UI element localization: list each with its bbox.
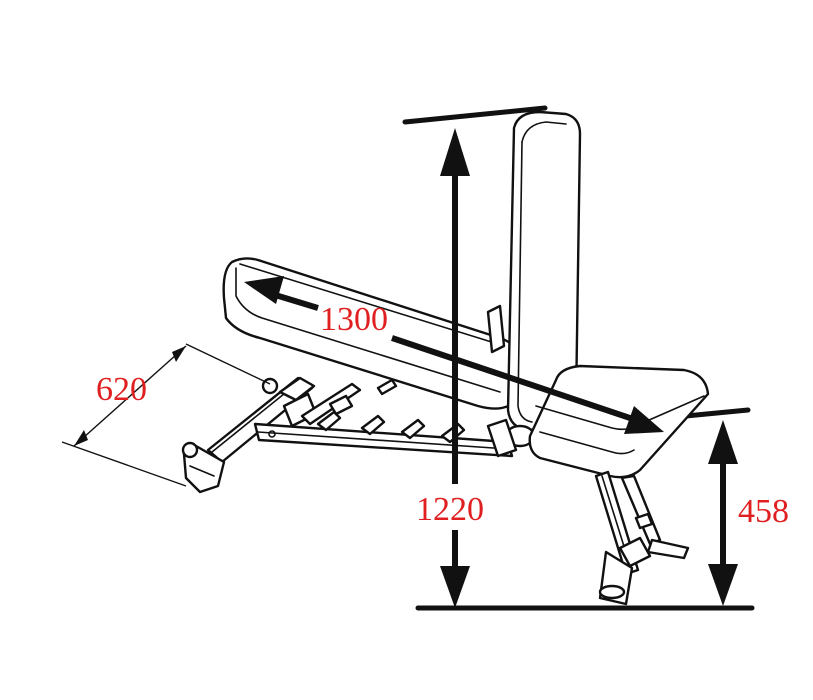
total-height-label: 1220 bbox=[416, 491, 484, 528]
seat-height-label: 458 bbox=[738, 493, 789, 530]
arrowhead-down bbox=[74, 430, 88, 446]
base-width-dimension: 620 bbox=[61, 343, 271, 487]
total-height-dimension: 1220 bbox=[416, 128, 484, 608]
base-width-label: 620 bbox=[96, 371, 147, 408]
rear-leg bbox=[594, 470, 690, 606]
seat-pad bbox=[528, 364, 710, 479]
arrowhead-up bbox=[172, 346, 186, 362]
seat-height-dimension: 458 bbox=[708, 420, 789, 606]
backrest-length-dimension: 1300 bbox=[244, 276, 664, 434]
inclined-backrest-pad bbox=[222, 257, 522, 410]
front-stabilizer bbox=[181, 376, 318, 494]
top-reference-line bbox=[402, 105, 548, 125]
backrest-length-label: 1300 bbox=[320, 301, 388, 338]
main-frame-rail bbox=[253, 378, 514, 458]
